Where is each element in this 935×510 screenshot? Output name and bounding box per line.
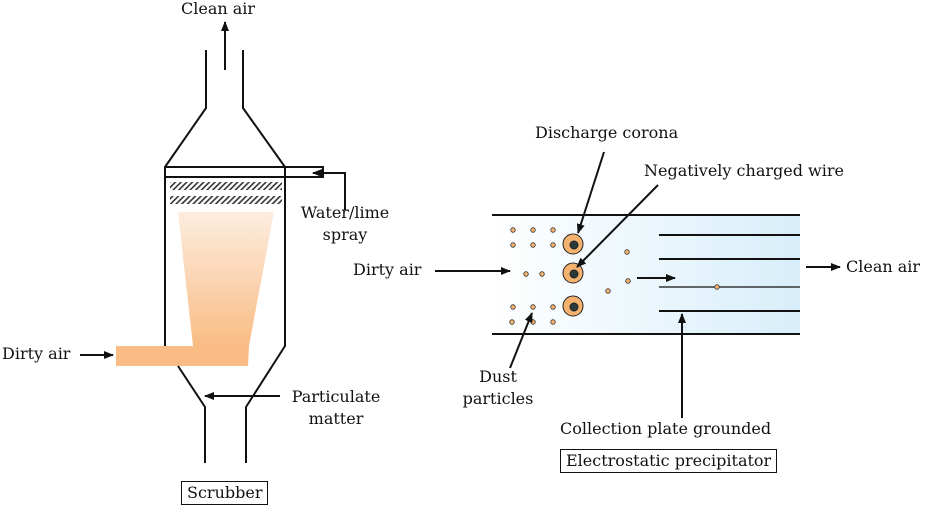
spray-cone bbox=[178, 212, 274, 346]
water-lime-line1: Water/lime bbox=[300, 203, 390, 222]
esp-channel bbox=[492, 215, 800, 334]
scrubber-caption: Scrubber bbox=[181, 481, 269, 505]
esp-clean-air-label: Clean air bbox=[846, 257, 921, 276]
scrubber-bottom-left bbox=[177, 365, 206, 463]
scrubber-clean-air-label: Clean air bbox=[181, 0, 256, 18]
particulate-line2: matter bbox=[308, 409, 364, 428]
discharge-corona-label: Discharge corona bbox=[535, 123, 679, 142]
spray-pipe bbox=[165, 166, 324, 178]
spray-arrow bbox=[312, 169, 346, 210]
corona-pointer bbox=[576, 151, 605, 234]
filter-band-2 bbox=[170, 196, 282, 204]
esp-caption: Electrostatic precipitator bbox=[560, 449, 778, 473]
electrostatic-precipitator bbox=[435, 151, 841, 418]
water-lime-line2: spray bbox=[322, 225, 368, 244]
scrubber-outline-left bbox=[164, 50, 207, 346]
scrubber-dirty-air-label: Dirty air bbox=[2, 344, 71, 363]
filter-band-1 bbox=[170, 182, 282, 190]
dust-line1: Dust bbox=[479, 367, 517, 386]
wire-pointer bbox=[576, 184, 659, 268]
collection-plate-label: Collection plate grounded bbox=[560, 419, 772, 438]
particulate-line1: Particulate bbox=[291, 387, 381, 406]
negative-wire-label: Negatively charged wire bbox=[644, 161, 844, 180]
dust-particles-label: Dust particles bbox=[455, 368, 541, 408]
dust-particles bbox=[509, 227, 720, 325]
particulate-label: Particulate matter bbox=[280, 388, 392, 428]
dust-pointer bbox=[509, 312, 533, 369]
esp-dirty-air-label: Dirty air bbox=[353, 260, 422, 279]
water-lime-label: Water/lime spray bbox=[300, 204, 390, 244]
dirty-air-duct bbox=[116, 346, 249, 366]
scrubber bbox=[80, 21, 346, 463]
dust-line2: particles bbox=[462, 389, 534, 408]
scrubber-outline-right bbox=[242, 50, 286, 463]
corona-wires bbox=[562, 233, 584, 317]
